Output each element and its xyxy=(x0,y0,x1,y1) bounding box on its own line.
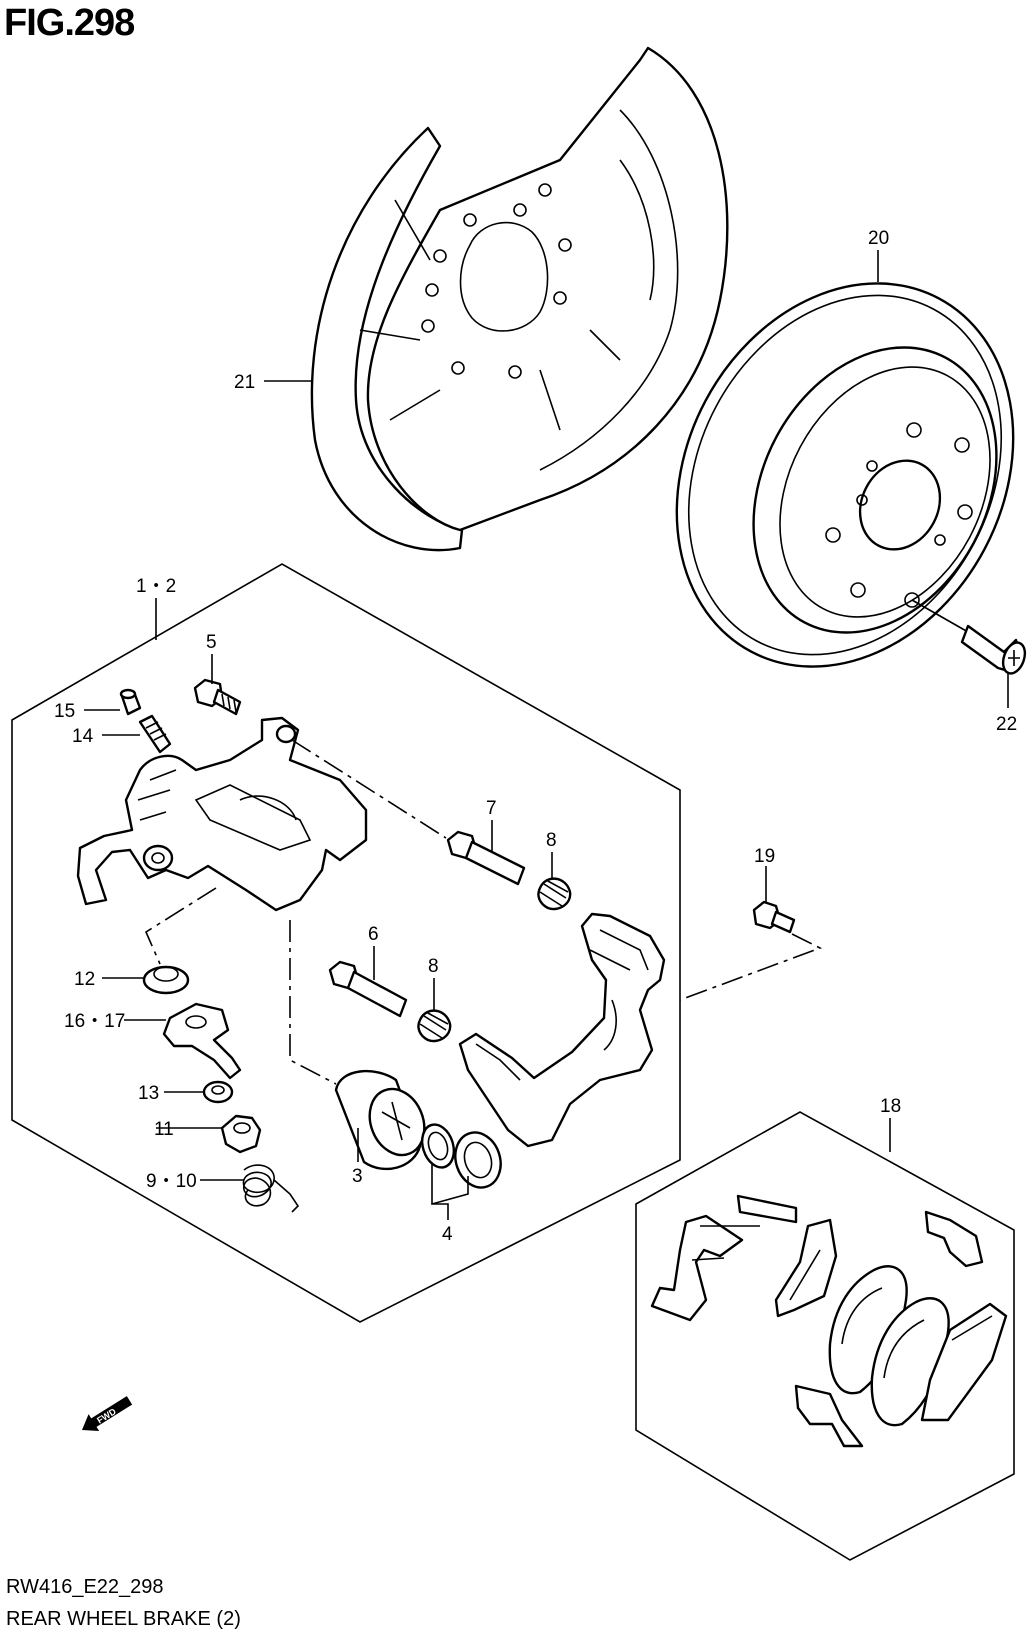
callout-13: 13 xyxy=(138,1083,159,1104)
callout-9-10: 9・10 xyxy=(146,1171,197,1192)
pin-boot-part-8-upper[interactable] xyxy=(537,877,572,911)
bleeder-cap-part-15[interactable] xyxy=(119,688,142,716)
callout-21: 21 xyxy=(234,372,255,393)
spring-part-9-10[interactable] xyxy=(242,1164,300,1213)
callout-14: 14 xyxy=(72,726,94,747)
callout-3: 3 xyxy=(352,1166,363,1187)
caliper-bracket-part-2[interactable] xyxy=(458,912,666,1148)
guide-line-pin7 xyxy=(291,739,447,839)
guide-line-boot12 xyxy=(144,887,217,965)
callout-5: 5 xyxy=(206,632,217,653)
callout-11: 11 xyxy=(154,1119,174,1140)
callout-7: 7 xyxy=(486,798,497,819)
seal-part-12[interactable] xyxy=(142,965,190,995)
bleeder-screw-part-14[interactable] xyxy=(138,714,172,754)
callout-15: 15 xyxy=(54,701,75,722)
callout-16-17: 16・17 xyxy=(64,1011,125,1032)
callout-1-2: 1・2 xyxy=(136,576,176,597)
callout-18: 18 xyxy=(880,1096,901,1117)
document-code: RW416_E22_298 xyxy=(6,1576,164,1598)
leader-lines xyxy=(84,250,1009,1220)
pin-boot-part-8-lower[interactable] xyxy=(417,1009,452,1043)
callout-8-lower: 8 xyxy=(428,956,439,977)
caliper-body-part-1[interactable] xyxy=(76,716,368,912)
brake-pad-kit-part-18[interactable] xyxy=(650,1194,1008,1448)
figure-title: FIG.298 xyxy=(4,2,135,44)
guide-pin-part-7[interactable] xyxy=(446,830,526,886)
callout-labels: 21 20 22 1・2 5 15 14 7 8 19 6 8 12 16・17… xyxy=(54,228,1017,1245)
callout-6: 6 xyxy=(368,924,379,945)
bracket-part-16-17[interactable] xyxy=(162,1002,242,1080)
guide-line-bolt19 xyxy=(679,933,823,1001)
nut-part-11[interactable] xyxy=(220,1114,262,1154)
figure-caption: REAR WHEEL BRAKE (2) xyxy=(6,1608,241,1630)
piston-seal-part-4[interactable] xyxy=(417,1120,508,1193)
guide-line-piston xyxy=(289,920,337,1085)
callout-12: 12 xyxy=(74,969,95,990)
dust-shield-part-21[interactable] xyxy=(310,46,729,552)
callout-19: 19 xyxy=(754,846,775,867)
fwd-arrow-icon: FWD xyxy=(82,1396,133,1432)
bracket-bolt-part-19[interactable] xyxy=(752,900,796,934)
pad-kit-outline xyxy=(635,1111,1015,1561)
piston-part-3[interactable] xyxy=(334,1069,434,1171)
washer-part-13[interactable] xyxy=(202,1080,234,1104)
bolt-part-5[interactable] xyxy=(193,678,242,716)
callout-22: 22 xyxy=(996,714,1017,735)
guide-pin-part-6[interactable] xyxy=(328,960,408,1018)
callout-20: 20 xyxy=(868,228,889,249)
callout-8-upper: 8 xyxy=(546,830,557,851)
brake-disc-part-20[interactable] xyxy=(612,224,1036,726)
caliper-assembly-outline xyxy=(11,563,681,1323)
callout-4: 4 xyxy=(442,1224,453,1245)
disc-screw-part-22[interactable] xyxy=(911,599,1029,676)
